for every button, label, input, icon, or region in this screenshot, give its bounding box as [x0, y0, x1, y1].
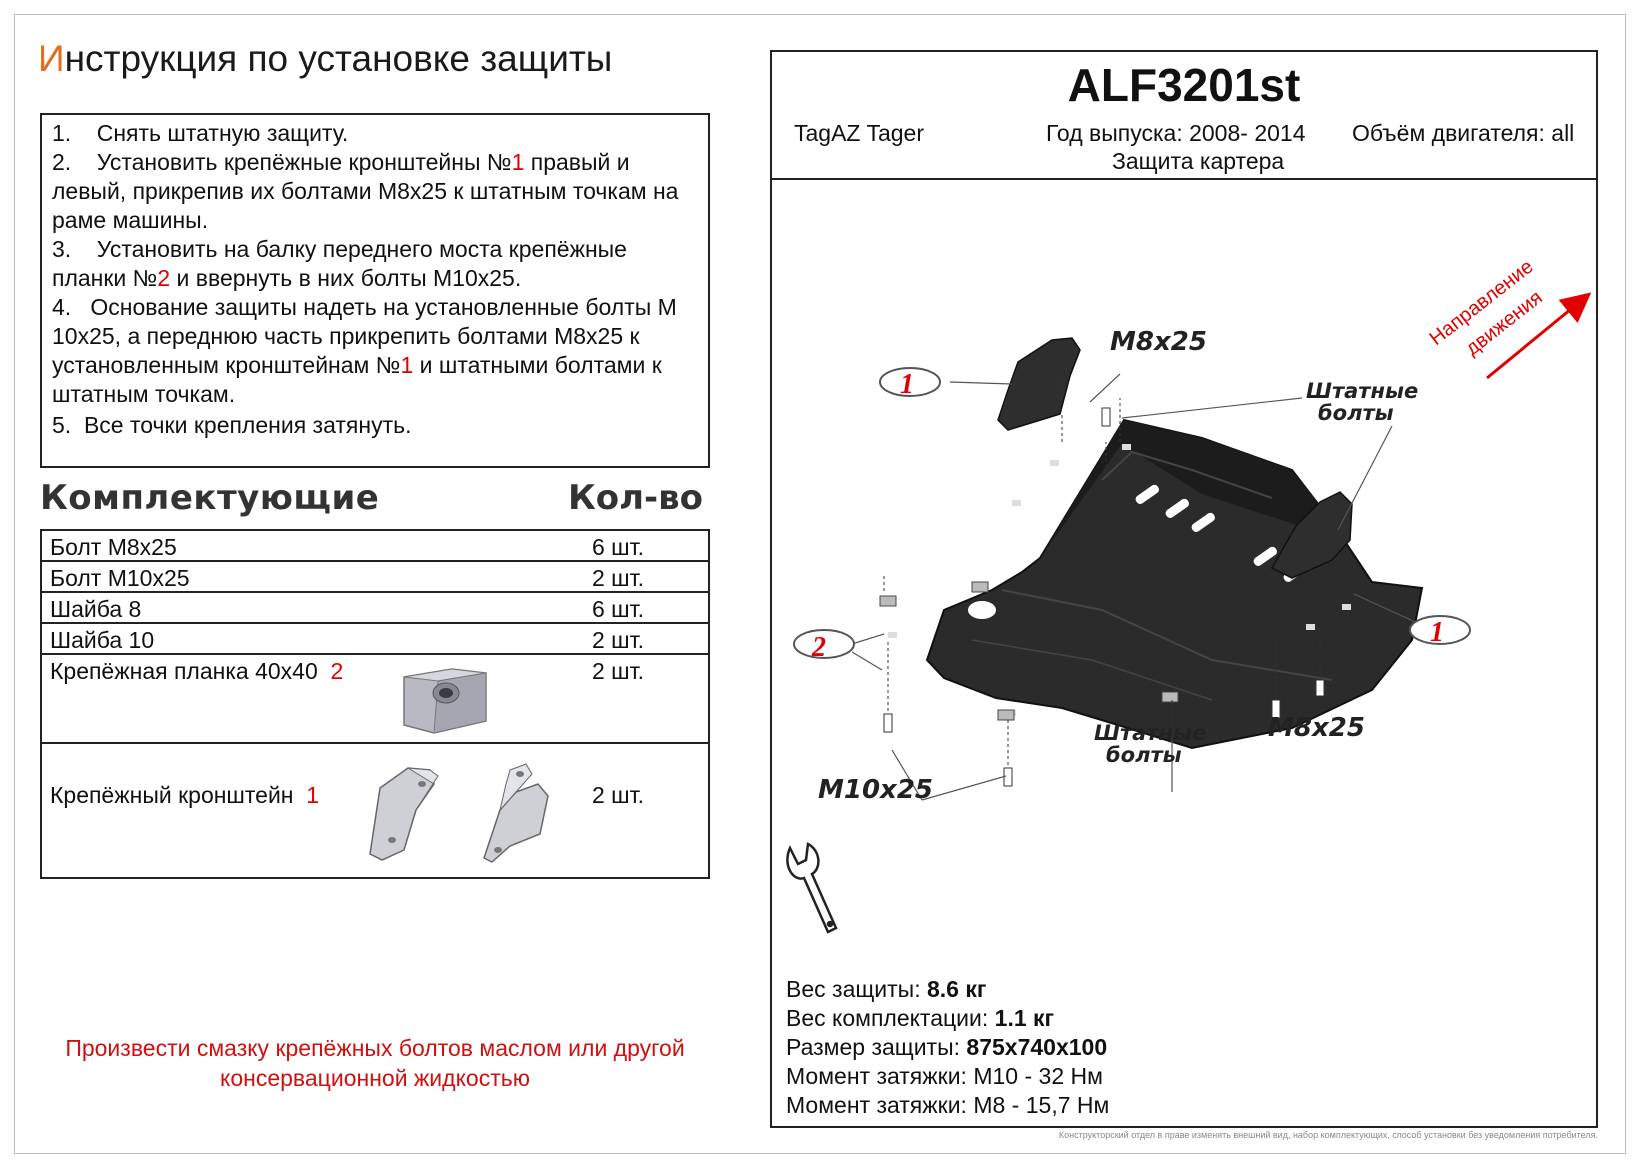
kit-item-qty: 6 шт.	[592, 596, 645, 622]
kit-item-name: Шайба 10	[50, 627, 155, 653]
bolt-label-m8-top: M8x25	[1110, 327, 1207, 357]
step-number: 3.	[52, 236, 72, 262]
table-row: Болт М10х25 2 шт.	[42, 562, 708, 593]
part-number-ref: 1	[306, 782, 320, 808]
step-text: и штатными болтами к штатным точкам.	[52, 352, 662, 407]
bolt-label-m10: M10x25	[818, 775, 933, 805]
installation-steps: 1. Снять штатную защиту. 2. Установить к…	[40, 113, 710, 468]
kit-item-qty: 6 шт.	[592, 534, 645, 560]
leader-lines	[851, 373, 1425, 801]
callout-2: 2	[793, 629, 855, 663]
callout-1-right: 1	[1409, 615, 1471, 648]
part-number-ref: 2	[330, 658, 344, 684]
bolt-icon	[883, 376, 1325, 792]
step-1: 1. Снять штатную защиту.	[52, 119, 700, 148]
step-5: 5. Все точки крепления затянуть.	[52, 411, 700, 440]
mounting-plate-image	[403, 668, 487, 734]
kit-item-qty: 2 шт.	[592, 565, 645, 591]
qty-heading: Кол-во	[568, 478, 704, 518]
table-row: Крепёжная планка 40х40 2 2 шт.	[42, 655, 708, 744]
car-model: TagAZ Tager	[794, 120, 924, 146]
kit-item-qty: 2 шт.	[592, 658, 645, 684]
step-text: Установить крепёжные кронштейны №	[96, 149, 512, 175]
callout-number: 1	[1430, 617, 1444, 648]
production-years: Год выпуска: 2008- 2014	[1046, 120, 1306, 146]
step-number: 1.	[52, 120, 72, 146]
step-4: 4. Основание защиты надеть на установлен…	[52, 293, 700, 409]
step-3: 3. Установить на балку переднего моста к…	[52, 235, 700, 293]
kit-item-name: Шайба 8	[50, 596, 142, 622]
kit-table: Болт М8х25 6 шт. Болт М10х25 2 шт. Шайба…	[40, 529, 710, 879]
specifications: Вес защиты: 8.6 кг Вес комплектации: 1.1…	[786, 975, 1109, 1120]
table-row: Болт М8х25 6 шт.	[42, 531, 708, 562]
table-row: Шайба 8 6 шт.	[42, 593, 708, 624]
callout-1-left: 1	[879, 367, 941, 400]
step-text: Снять штатную защиту.	[96, 120, 349, 146]
spec-row: Размер защиты: 875х740х100	[786, 1033, 1109, 1062]
step-text: Все точки крепления затянуть.	[83, 412, 412, 438]
spec-row: Момент затяжки: M10 - 32 Нм	[786, 1062, 1109, 1091]
part-number-ref: 2	[157, 265, 171, 291]
bolt-label-m8-bottom: M8x25	[1268, 713, 1365, 743]
disclaimer: Конструкторский отдел в праве изменять в…	[1058, 1130, 1598, 1140]
product-code: ALF3201st	[1067, 59, 1301, 111]
spec-label: Вес комплектации:	[786, 1005, 995, 1031]
kit-item-qty: 2 шт.	[592, 782, 645, 808]
stock-bolts-label: болты	[1318, 401, 1394, 425]
step-text: правый и левый, прикрепив их болтами М8х…	[52, 149, 679, 233]
kit-item-label: Крепёжный кронштейн	[50, 782, 294, 808]
header-divider	[772, 178, 1596, 180]
bracket-image	[369, 763, 549, 863]
wrench-icon	[786, 842, 838, 934]
part-name: Защита картера	[1112, 148, 1285, 174]
stock-bolts-label: болты	[1106, 743, 1182, 767]
installation-drawing: Направление движения	[786, 256, 1592, 934]
spec-row: Вес защиты: 8.6 кг	[786, 975, 1109, 1004]
bracket-left-shape	[997, 337, 1081, 431]
kit-item-qty: 2 шт.	[592, 627, 645, 653]
spec-value: 875х740х100	[966, 1034, 1108, 1060]
kit-item-name: Крепёжный кронштейн 1	[50, 782, 319, 809]
step-text: и ввернуть в них болты М10х25.	[170, 265, 522, 291]
callout-number: 1	[900, 369, 914, 400]
spec-label: Размер защиты:	[786, 1034, 967, 1060]
spec-label: Момент затяжки:	[786, 1092, 974, 1118]
kit-item-label: Крепёжная планка 40х40	[50, 658, 318, 684]
skid-plate-shape	[888, 418, 1424, 750]
title-rest: нструкция по установке защиты	[64, 38, 613, 79]
spec-value: M10 - 32 Нм	[973, 1063, 1103, 1089]
kit-heading: Комплектующие	[40, 478, 380, 518]
mounting-plate-icon	[879, 581, 1179, 721]
step-2: 2. Установить крепёжные кронштейны №1 пр…	[52, 148, 700, 235]
table-row: Шайба 10 2 шт.	[42, 624, 708, 655]
spec-label: Вес защиты:	[786, 976, 927, 1002]
spec-value: 8.6 кг	[926, 976, 987, 1002]
title-first-letter: И	[38, 38, 65, 79]
part-number-ref: 1	[400, 352, 414, 378]
engine-volume: Объём двигателя: all	[1352, 120, 1575, 146]
page-frame	[14, 14, 1626, 1154]
part-number-ref: 1	[511, 149, 525, 175]
kit-item-name: Болт М8х25	[50, 534, 177, 560]
page-title: Инструкция по установке защиты	[38, 38, 612, 80]
spec-label: Момент затяжки:	[786, 1063, 974, 1089]
step-number: 4.	[52, 294, 72, 320]
step-text: Установить на балку переднего моста креп…	[52, 236, 627, 291]
spec-row: Момент затяжки: M8 - 15,7 Нм	[786, 1091, 1109, 1120]
step-number: 5.	[52, 412, 72, 438]
spec-value: M8 - 15,7 Нм	[973, 1092, 1110, 1118]
stock-bolts-label: Штатные	[1306, 379, 1418, 403]
kit-item-name: Болт М10х25	[50, 565, 190, 591]
lubrication-note: Произвести смазку крепёжных болтов масло…	[65, 1035, 685, 1091]
spec-row: Вес комплектации: 1.1 кг	[786, 1004, 1109, 1033]
table-row: Крепёжный кронштейн 1 2 шт.	[42, 744, 708, 877]
step-text: Основание защиты надеть на установленные…	[52, 294, 677, 378]
step-number: 2.	[52, 149, 72, 175]
product-panel: ALF3201st TagAZ Tager Год выпуска: 2008-…	[770, 50, 1598, 1128]
spec-value: 1.1 кг	[994, 1005, 1055, 1031]
kit-item-name: Крепёжная планка 40х40 2	[50, 658, 343, 685]
callout-number: 2	[811, 632, 826, 663]
direction-arrow-icon	[1486, 292, 1592, 380]
stock-bolts-label: Штатные	[1094, 721, 1206, 745]
